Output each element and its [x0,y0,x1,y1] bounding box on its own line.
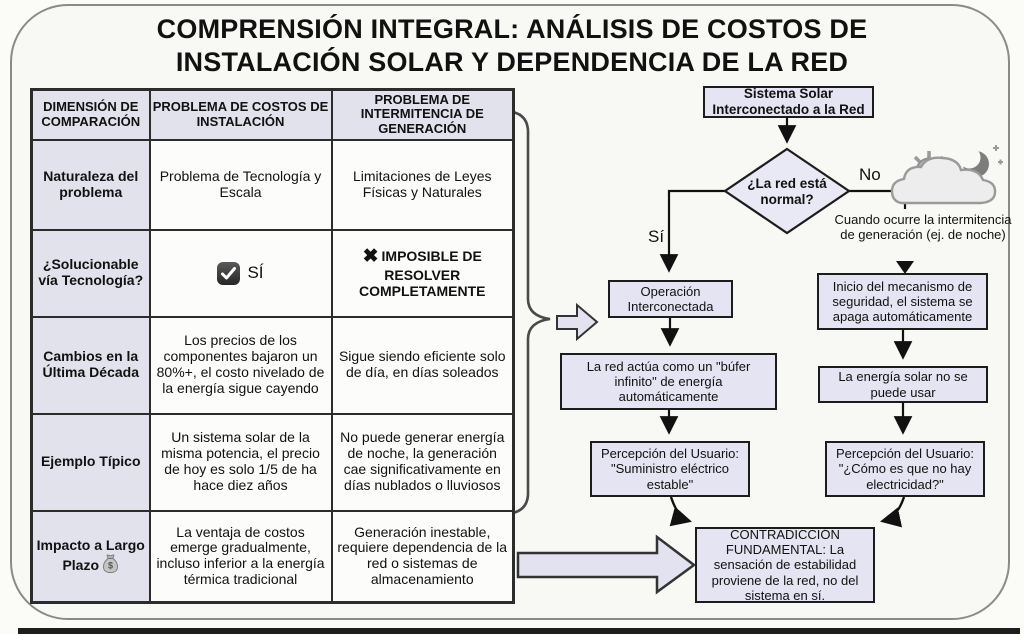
cell-intermitencia: Limitaciones de Leyes Físicas y Naturale… [330,138,515,231]
cell-costos: La ventaja de costos emerge gradualmente… [148,509,333,604]
imposible-text: IMPOSIBLE DE RESOLVER COMPLETAMENTE [358,248,486,299]
col-header-dimension: DIMENSIÓN DE COMPARACIÓN [30,88,151,141]
node-percepcion-sin-electricidad: Percepción del Usuario: "¿Cómo es que no… [825,441,985,497]
table-row: Naturaleza del problema Problema de Tecn… [30,138,515,231]
table-row: Impacto a Largo Plazo $ La ventaja de co… [30,509,515,604]
comparison-table: DIMENSIÓN DE COMPARACIÓN PROBLEMA DE COS… [30,88,515,604]
col-header-intermitencia: PROBLEMA DE INTERMITENCIA DE GENERACIÓN [330,88,515,141]
node-bufer-infinito: La red actúa como un "búfer infinito" de… [560,353,777,410]
row-label: ¿Solucionable vía Tecnología? [30,228,151,318]
cell-costos: Los precios de los componentes bajaron u… [148,315,333,415]
money-bag-icon: $ [103,554,119,574]
bottom-bar [18,628,1020,634]
cell-costos: SÍ [148,228,333,318]
table-row: ¿Solucionable vía Tecnología? SÍ ✖IMPOSI… [30,228,515,318]
page-title: COMPRENSIÓN INTEGRAL: ANÁLISIS DE COSTOS… [156,14,868,77]
row-label: Cambios en la Última Década [30,315,151,415]
cell-intermitencia: ✖IMPOSIBLE DE RESOLVER COMPLETAMENTE [330,228,515,318]
cell-intermitencia: Generación inestable, requiere dependenc… [330,509,515,604]
node-energia-no-usable: La energía solar no se puede usar [818,366,988,403]
node-percepcion-estable: Percepción del Usuario: "Suministro eléc… [590,441,750,497]
x-icon: ✖ [362,246,379,268]
branch-yes-label: Sí [648,227,665,246]
impacto-text: Impacto a Largo Plazo [36,537,145,574]
table-row: Ejemplo Típico Un sistema solar de la mi… [30,412,515,512]
node-operacion-interconectada: Operación Interconectada [608,280,733,318]
node-contradiccion-fundamental: CONTRADICCIÓN FUNDAMENTAL: La sensación … [695,527,875,603]
col-header-costos: PROBLEMA DE COSTOS DE INSTALACIÓN [148,88,333,141]
row-label: Naturaleza del problema [30,138,151,231]
svg-text:$: $ [108,561,113,571]
cell-costos: Un sistema solar de la misma potencia, e… [148,412,333,512]
node-mecanismo-seguridad: Inicio del mecanismo de seguridad, el si… [817,273,988,330]
si-text: SÍ [247,263,264,283]
row-label: Ejemplo Típico [30,412,151,512]
decision-label: ¿La red está normal? [747,176,827,207]
check-icon [217,261,241,285]
node-start: Sistema Solar Interconectado a la Red [703,86,874,118]
no-branch-note: Cuando ocurre la intermitencia de genera… [834,212,1012,243]
cell-costos: Problema de Tecnología y Escala [148,138,333,231]
table-row: Cambios en la Última Década Los precios … [30,315,515,415]
row-label: Impacto a Largo Plazo $ [30,509,151,604]
cell-intermitencia: Sigue siendo eficiente solo de día, en d… [330,315,515,415]
branch-no-label: No [859,165,881,184]
cell-intermitencia: No puede generar energía de noche, la ge… [330,412,515,512]
table-header-row: DIMENSIÓN DE COMPARACIÓN PROBLEMA DE COS… [30,88,515,141]
